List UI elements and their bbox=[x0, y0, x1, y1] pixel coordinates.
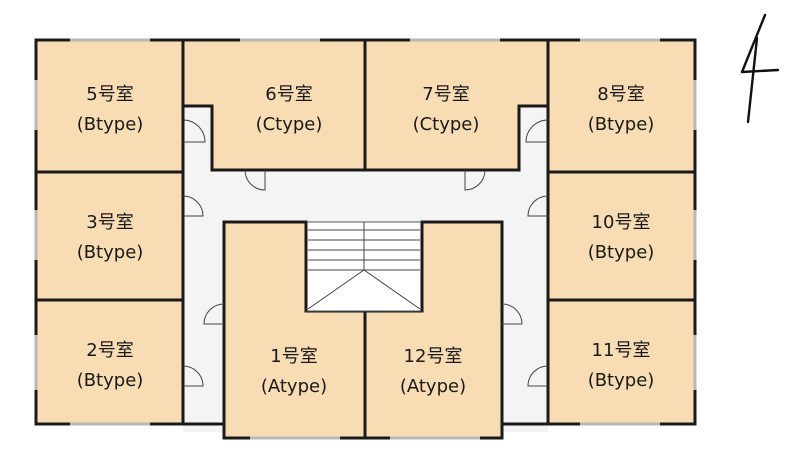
north-arrow-icon bbox=[740, 13, 780, 124]
door-room-5[interactable] bbox=[182, 119, 206, 143]
door-room-12[interactable] bbox=[501, 303, 523, 325]
room-10-area[interactable] bbox=[546, 170, 697, 302]
room-type-label: (Ctype) bbox=[413, 114, 480, 135]
room-type-label: (Btype) bbox=[588, 370, 655, 391]
room-5-area[interactable] bbox=[34, 38, 185, 174]
room-8-area[interactable] bbox=[546, 38, 697, 174]
room-3-area[interactable] bbox=[34, 170, 185, 302]
windows bbox=[34, 38, 697, 440]
room-type-label: (Ctype) bbox=[256, 114, 323, 135]
door-room-3[interactable] bbox=[182, 195, 204, 217]
room-label: 3号室 bbox=[86, 212, 133, 233]
room-label: 1号室 bbox=[270, 346, 317, 367]
doors bbox=[182, 119, 549, 387]
room-label: 11号室 bbox=[592, 340, 651, 361]
room-label: 12号室 bbox=[404, 346, 463, 367]
room-type-label: (Btype) bbox=[77, 370, 144, 391]
room-type-label: (Btype) bbox=[588, 114, 655, 135]
room-11-area[interactable] bbox=[546, 298, 697, 426]
door-room-1[interactable] bbox=[203, 303, 225, 325]
room-type-label: (Btype) bbox=[77, 114, 144, 135]
room-2-area[interactable] bbox=[34, 298, 185, 426]
room-label: 5号室 bbox=[86, 84, 133, 105]
room-type-label: (Btype) bbox=[77, 242, 144, 263]
room-label: 8号室 bbox=[597, 84, 644, 105]
room-labels: 5号室 (Btype) 6号室 (Ctype) 7号室 (Ctype) 8号室 … bbox=[77, 84, 655, 397]
stairwell bbox=[304, 221, 424, 312]
room-type-label: (Btype) bbox=[588, 242, 655, 263]
door-room-7[interactable] bbox=[464, 169, 486, 191]
room-label: 6号室 bbox=[265, 84, 312, 105]
door-room-8[interactable] bbox=[525, 119, 549, 143]
room-label: 7号室 bbox=[422, 84, 469, 105]
room-type-label: (Atype) bbox=[400, 376, 466, 397]
room-type-label: (Atype) bbox=[261, 376, 327, 397]
door-room-2[interactable] bbox=[182, 365, 204, 387]
room-label: 10号室 bbox=[592, 212, 651, 233]
room-label: 2号室 bbox=[86, 340, 133, 361]
door-room-6[interactable] bbox=[244, 169, 266, 191]
door-room-11[interactable] bbox=[527, 365, 549, 387]
stair-landing bbox=[307, 269, 421, 310]
door-room-10[interactable] bbox=[527, 195, 549, 217]
